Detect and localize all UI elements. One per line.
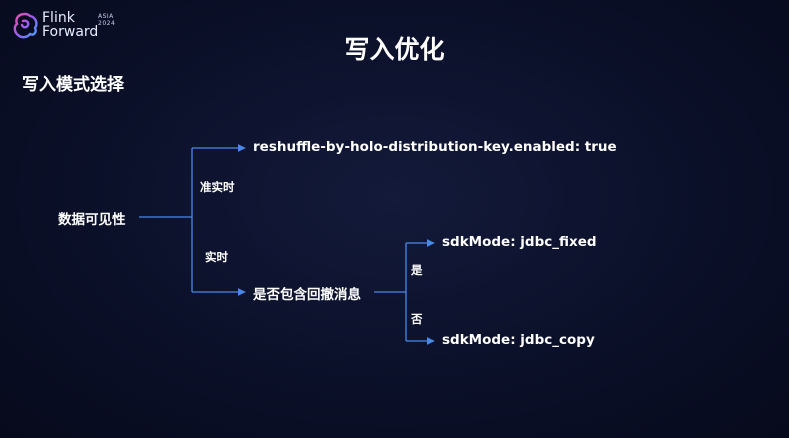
option-jdbc-copy-node: sdkMode: jdbc_copy <box>442 332 595 348</box>
logo-line-2: Forward <box>42 24 99 40</box>
logo-badge-region: ASIA <box>98 13 114 20</box>
edge-label-no: 否 <box>411 312 423 326</box>
logo-badge-year: 2024 <box>98 20 116 27</box>
edge-label-realtime: 实时 <box>205 250 228 264</box>
retract-question-node: 是否包含回撤消息 <box>253 287 361 303</box>
logo-line-1: Flink <box>42 10 75 26</box>
flink-forward-logo: Flink Forward ASIA 2024 <box>12 10 122 42</box>
logo-badge: ASIA 2024 <box>98 13 115 27</box>
logo-wordmark: Flink Forward <box>42 11 98 39</box>
edge-label-near-realtime: 准实时 <box>200 180 235 194</box>
squirrel-logo-icon <box>13 12 38 39</box>
edge-label-yes: 是 <box>411 263 423 277</box>
option-reshuffle-node: reshuffle-by-holo-distribution-key.enabl… <box>253 139 617 155</box>
slide-subtitle: 写入模式选择 <box>22 75 124 95</box>
slide-title: 写入优化 <box>344 35 445 64</box>
root-node: 数据可见性 <box>58 212 126 228</box>
option-jdbc-fixed-node: sdkMode: jdbc_fixed <box>442 234 597 250</box>
